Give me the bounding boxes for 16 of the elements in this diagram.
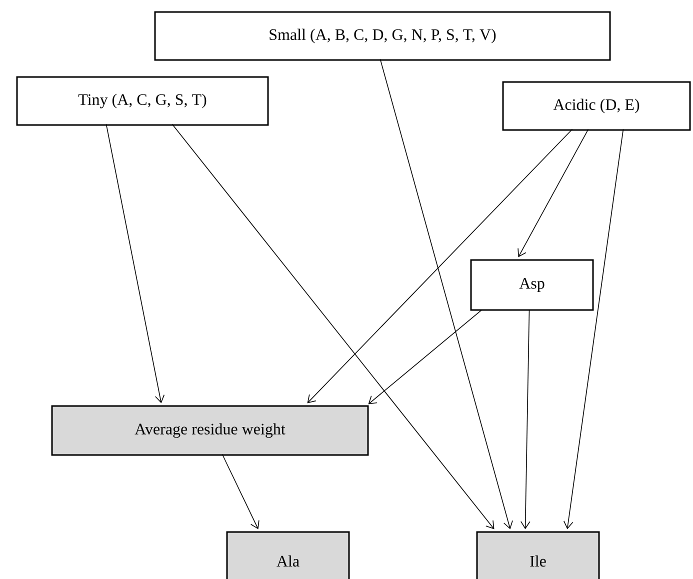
arrow (520, 310, 530, 530)
category-box: Acidic (D, E) (502, 81, 691, 131)
arrow (518, 128, 589, 258)
category-box: Small (A, B, C, D, G, N, P, S, T, V) (154, 11, 611, 61)
category-box: Tiny (A, C, G, S, T) (16, 76, 269, 126)
arrow (368, 310, 482, 404)
result-box: Ile (476, 531, 600, 579)
arrow (380, 58, 513, 530)
result-box: Ala (226, 531, 350, 579)
arrow (222, 454, 260, 530)
arrow (563, 128, 624, 530)
arrow (307, 128, 573, 404)
arrow (172, 124, 494, 530)
result-box: Average residue weight (51, 405, 369, 456)
category-box: Asp (470, 259, 594, 311)
arrow (106, 124, 165, 404)
